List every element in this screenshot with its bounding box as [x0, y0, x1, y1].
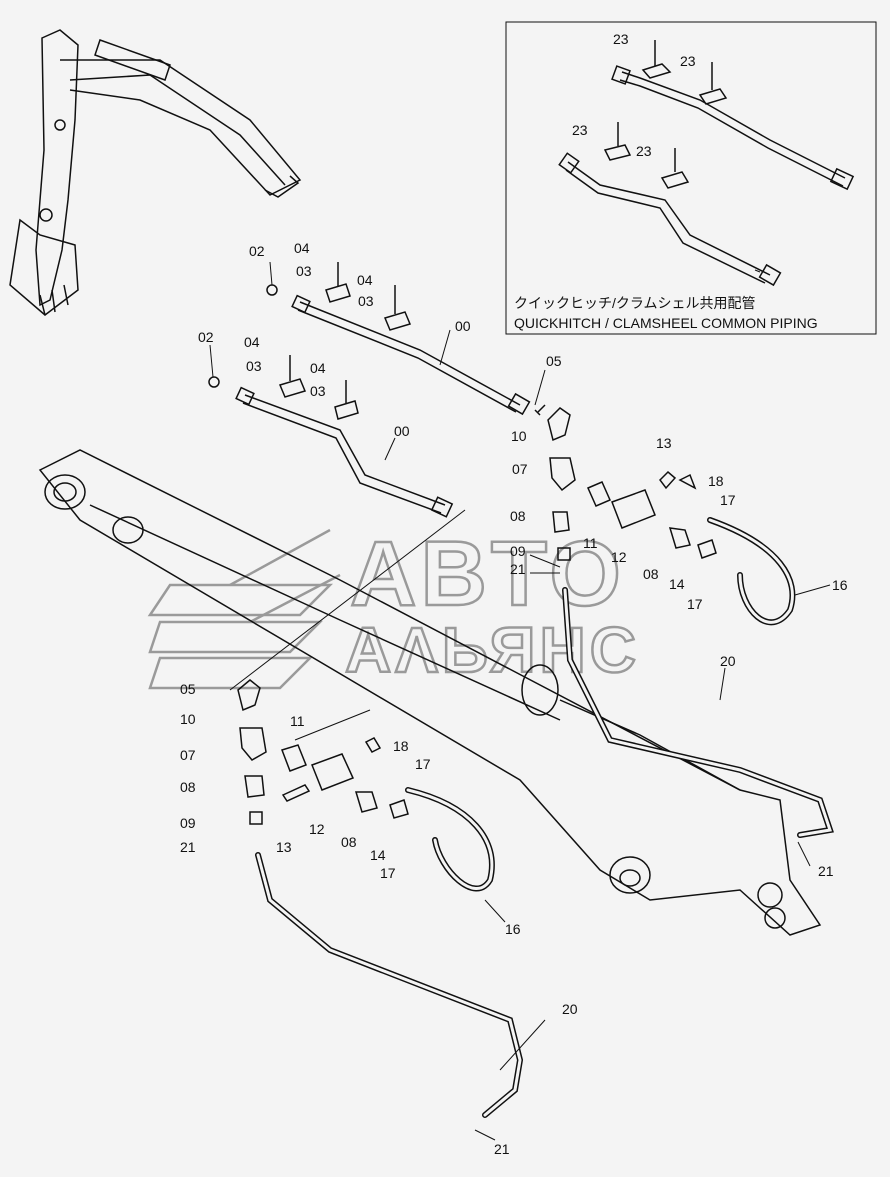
label-inset-23d: 23 [636, 143, 652, 159]
label-l-08b: 08 [341, 834, 357, 850]
inset-clamps [603, 40, 728, 189]
label-l-21: 21 [180, 839, 196, 855]
label-mid-04a: 04 [244, 334, 260, 350]
inset-pipe-lower [558, 152, 782, 287]
label-inset-23c: 23 [572, 122, 588, 138]
label-l-07: 07 [180, 747, 196, 763]
inset-frame [505, 21, 877, 335]
left-fittings [237, 679, 409, 825]
upper-steel-pipe [266, 262, 541, 416]
label-r-17b: 17 [687, 596, 703, 612]
inset-pipe-upper [611, 65, 855, 191]
label-l-18: 18 [393, 738, 409, 754]
right-hose-16 [707, 517, 796, 626]
watermark-text-line2: ΑΛЬЯНС [345, 614, 640, 686]
label-r-12: 12 [611, 549, 627, 565]
label-mid-03a: 03 [246, 358, 262, 374]
label-r-21b: 21 [818, 863, 834, 879]
label-l-17: 17 [415, 756, 431, 772]
label-r-18: 18 [708, 473, 724, 489]
label-r-20: 20 [720, 653, 736, 669]
label-l-16: 16 [505, 921, 521, 937]
arm-body [38, 449, 822, 936]
left-hose-20 [255, 852, 524, 1118]
label-r-09: 09 [510, 543, 526, 559]
label-mid-04b: 04 [310, 360, 326, 376]
right-hose-20 [562, 587, 834, 838]
label-r-10: 10 [511, 428, 527, 444]
label-mid-00: 00 [394, 423, 410, 439]
label-inset-23a: 23 [613, 31, 629, 47]
label-l-10: 10 [180, 711, 196, 727]
inset-caption-en: QUICKHITCH / CLAMSHEEL COMMON PIPING [514, 315, 818, 331]
label-r-11: 11 [583, 535, 598, 551]
label-l-13: 13 [276, 839, 292, 855]
label-l-14: 14 [370, 847, 386, 863]
inset-quickhitch-piping: 23 23 23 23 クイックヒッチ/クラムシェル共用配管 QUICKHITC… [505, 21, 877, 335]
left-hose-16 [405, 787, 495, 892]
label-r-14: 14 [669, 576, 685, 592]
label-l-20: 20 [562, 1001, 578, 1017]
label-l-21b: 21 [494, 1141, 510, 1157]
label-l-08: 08 [180, 779, 196, 795]
label-r-05: 05 [546, 353, 562, 369]
excavator-overview-sketch [9, 29, 302, 316]
right-fittings [537, 404, 717, 561]
label-r-13: 13 [656, 435, 672, 451]
label-l-05: 05 [180, 681, 196, 697]
label-inset-23b: 23 [680, 53, 696, 69]
label-mid-02: 02 [198, 329, 214, 345]
label-r-21: 21 [510, 561, 526, 577]
label-r-16: 16 [832, 577, 848, 593]
label-l-17b: 17 [380, 865, 396, 881]
label-top-03a: 03 [296, 263, 312, 279]
label-r-08: 08 [510, 508, 526, 524]
label-top-02: 02 [249, 243, 265, 259]
label-r-17: 17 [720, 492, 736, 508]
label-l-09: 09 [180, 815, 196, 831]
label-top-04a: 04 [294, 240, 310, 256]
label-top-00: 00 [455, 318, 471, 334]
middle-steel-pipe [208, 355, 454, 518]
watermark-logo [147, 528, 341, 690]
label-r-08b: 08 [643, 566, 659, 582]
label-top-03b: 03 [358, 293, 374, 309]
inset-caption-jp: クイックヒッチ/クラムシェル共用配管 [514, 295, 755, 311]
label-mid-03b: 03 [310, 383, 326, 399]
label-top-04b: 04 [357, 272, 373, 288]
part-labels: 02 04 03 04 03 00 02 04 03 04 03 00 05 1… [180, 240, 848, 1157]
label-r-07: 07 [512, 461, 528, 477]
label-l-11: 11 [290, 713, 305, 729]
leader-lines [209, 261, 831, 1141]
label-l-12: 12 [309, 821, 325, 837]
